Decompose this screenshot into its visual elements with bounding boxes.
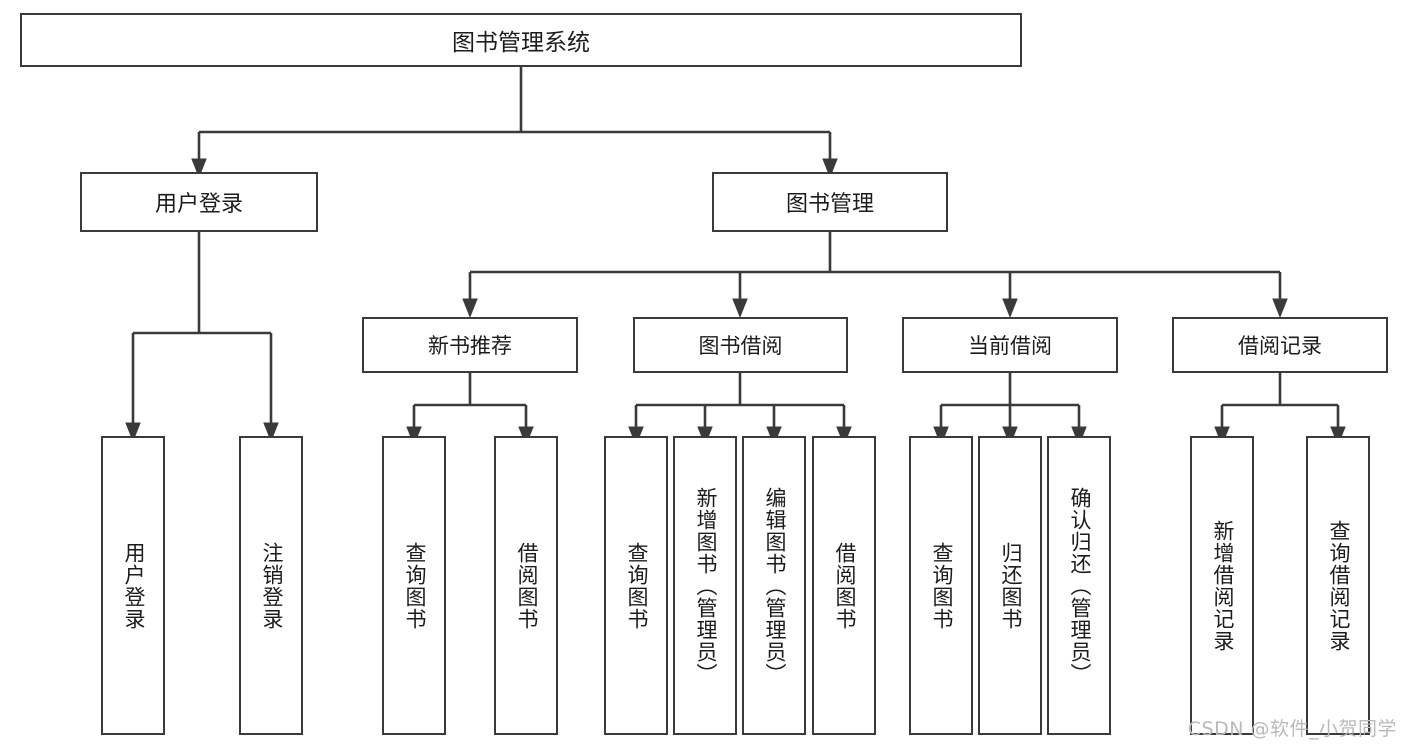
leaf-label: 编辑图书（管理员） <box>762 486 787 685</box>
leaf-label: 借阅图书 <box>514 541 539 630</box>
node-user-login[interactable]: 用户登录 <box>80 172 318 232</box>
leaf-book-borrow-add[interactable]: 新增图书（管理员） <box>673 436 737 735</box>
node-book-borrow-label: 图书借阅 <box>698 334 783 358</box>
node-borrow-record[interactable]: 借阅记录 <box>1172 317 1388 373</box>
leaf-user-login-signin[interactable]: 用户登录 <box>101 436 165 735</box>
leaf-current-borrow-query[interactable]: 查询图书 <box>909 436 973 735</box>
node-root-label: 图书管理系统 <box>452 30 590 56</box>
leaf-label: 查询图书 <box>624 541 649 630</box>
node-new-book-recommend-label: 新书推荐 <box>428 334 512 358</box>
leaf-label: 用户登录 <box>121 541 146 630</box>
node-current-borrow-label: 当前借阅 <box>968 334 1052 358</box>
leaf-label: 确认归还（管理员） <box>1067 486 1092 685</box>
node-current-borrow[interactable]: 当前借阅 <box>902 317 1118 373</box>
leaf-label: 新增图书（管理员） <box>693 486 718 685</box>
node-book-management-label: 图书管理 <box>785 192 874 217</box>
node-root-system[interactable]: 图书管理系统 <box>20 13 1022 67</box>
leaf-user-login-signout[interactable]: 注销登录 <box>239 436 303 735</box>
leaf-book-borrow-edit[interactable]: 编辑图书（管理员） <box>742 436 806 735</box>
node-book-management[interactable]: 图书管理 <box>712 172 948 232</box>
leaf-label: 借阅图书 <box>832 541 857 630</box>
leaf-new-book-borrow[interactable]: 借阅图书 <box>494 436 558 735</box>
node-borrow-record-label: 借阅记录 <box>1238 334 1322 358</box>
leaf-label: 归还图书 <box>998 541 1023 630</box>
node-user-login-label: 用户登录 <box>154 192 243 217</box>
leaf-label: 查询图书 <box>929 541 954 630</box>
leaf-current-borrow-return[interactable]: 归还图书 <box>978 436 1042 735</box>
leaf-label: 注销登录 <box>259 541 284 630</box>
leaf-new-book-query[interactable]: 查询图书 <box>382 436 446 735</box>
leaf-book-borrow-query[interactable]: 查询图书 <box>604 436 668 735</box>
leaf-label: 查询图书 <box>402 541 427 630</box>
leaf-borrow-record-add[interactable]: 新增借阅记录 <box>1190 436 1254 735</box>
leaf-label: 新增借阅记录 <box>1210 519 1235 652</box>
leaf-borrow-record-query[interactable]: 查询借阅记录 <box>1306 436 1370 735</box>
leaf-current-borrow-confirm-return[interactable]: 确认归还（管理员） <box>1047 436 1111 735</box>
leaf-book-borrow-borrow[interactable]: 借阅图书 <box>812 436 876 735</box>
node-book-borrow[interactable]: 图书借阅 <box>633 317 848 373</box>
leaf-label: 查询借阅记录 <box>1326 519 1351 652</box>
node-new-book-recommend[interactable]: 新书推荐 <box>362 317 578 373</box>
